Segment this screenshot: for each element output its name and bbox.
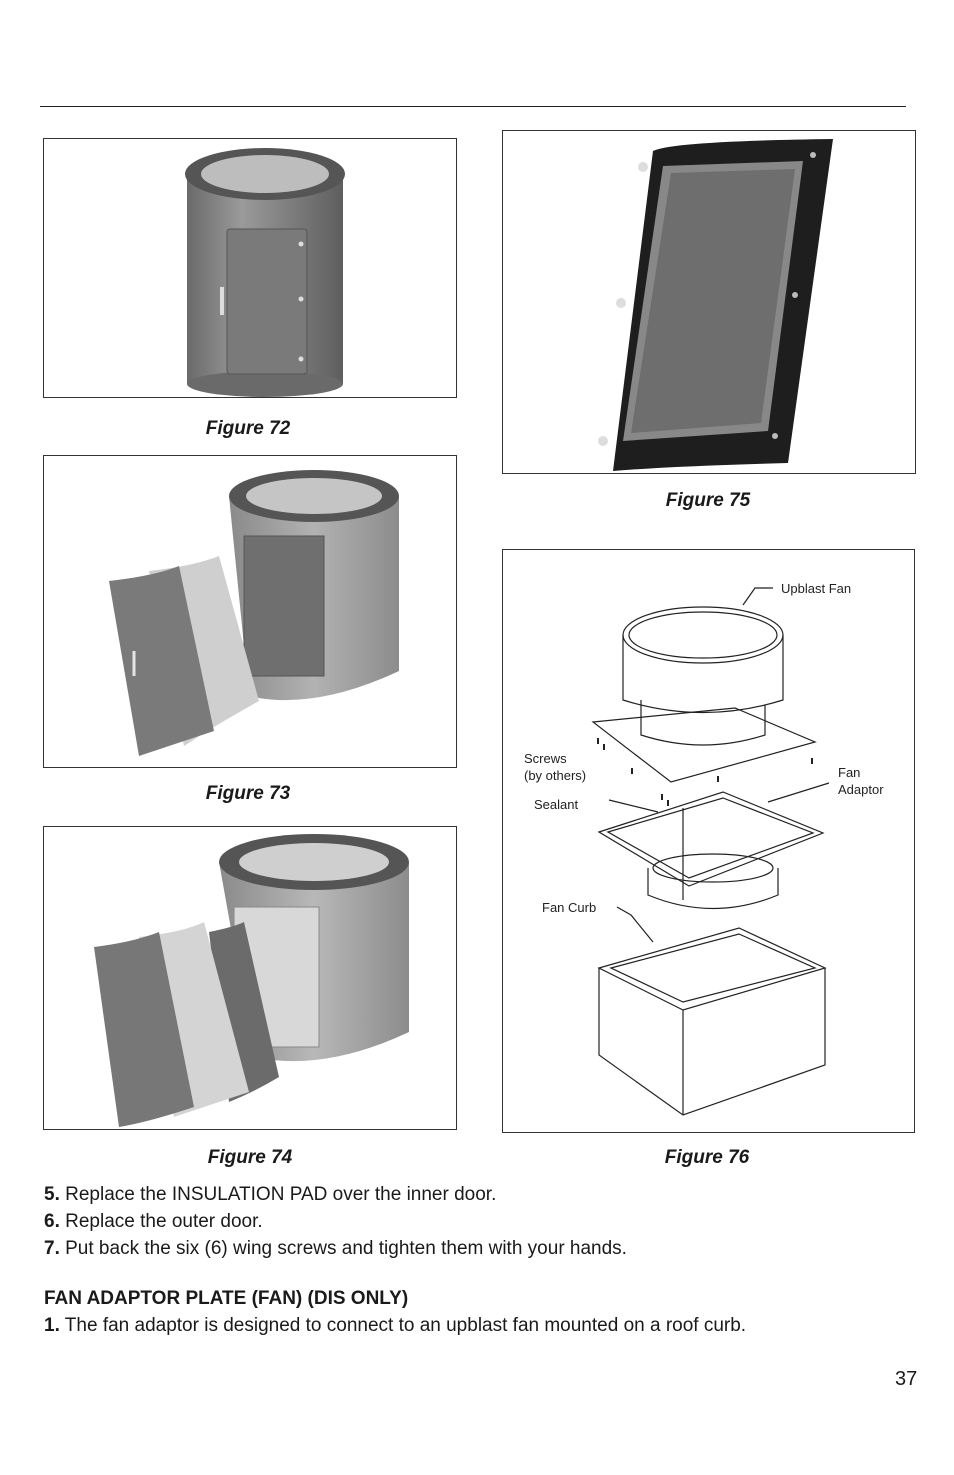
callout-upblast-fan: Upblast Fan (781, 581, 851, 596)
item-text: The fan adaptor is designed to connect t… (59, 1315, 747, 1336)
step-text: Replace the outer door. (59, 1211, 263, 1232)
page-number: 37 (895, 1368, 918, 1390)
cylinder-pad-removed-illustration (94, 834, 409, 1127)
step-number: 5. (44, 1184, 60, 1205)
instruction-steps: 5. Replace the INSULATION PAD over the i… (44, 1181, 924, 1262)
section-item-1: 1. The fan adaptor is designed to connec… (44, 1315, 746, 1337)
section-heading: FAN ADAPTOR PLATE (FAN) (DIS ONLY) (44, 1288, 409, 1309)
fan-adaptor-exploded-diagram: Upblast Fan Screws (by others) Sealant F… (524, 581, 884, 1116)
step-text: Replace the INSULATION PAD over the inne… (59, 1184, 497, 1205)
step-5: 5. Replace the INSULATION PAD over the i… (44, 1181, 924, 1208)
curved-door-panel-illustration (598, 139, 833, 471)
figure-76-caption: Figure 76 (664, 1147, 750, 1168)
callout-fan-adaptor-line1: Fan (838, 765, 860, 780)
callout-fan-adaptor-line2: Adaptor (838, 782, 884, 797)
callout-fan-curb: Fan Curb (542, 900, 596, 915)
figure-74-caption: Figure 74 (207, 1147, 293, 1168)
step-number: 7. (44, 1238, 60, 1259)
step-text: Put back the six (6) wing screws and tig… (59, 1238, 627, 1259)
cylinder-closed-illustration (185, 148, 345, 397)
step-number: 6. (44, 1211, 60, 1232)
figure-75-image (502, 130, 916, 474)
header-rule (40, 106, 906, 107)
figure-74-image (43, 826, 457, 1130)
figure-76-image: Upblast Fan Screws (by others) Sealant F… (502, 549, 915, 1133)
figure-75-caption: Figure 75 (665, 490, 751, 511)
callout-screws-line2: (by others) (524, 768, 586, 783)
figure-73-caption: Figure 73 (205, 783, 291, 804)
figure-72-image (43, 138, 457, 398)
cylinder-doors-exploded-illustration (109, 470, 399, 756)
step-7: 7. Put back the six (6) wing screws and … (44, 1235, 924, 1262)
callout-sealant: Sealant (534, 797, 578, 812)
item-number: 1. (44, 1315, 60, 1336)
figure-72-caption: Figure 72 (205, 418, 291, 439)
step-6: 6. Replace the outer door. (44, 1208, 924, 1235)
callout-screws-line1: Screws (524, 751, 567, 766)
figure-73-image (43, 455, 457, 768)
